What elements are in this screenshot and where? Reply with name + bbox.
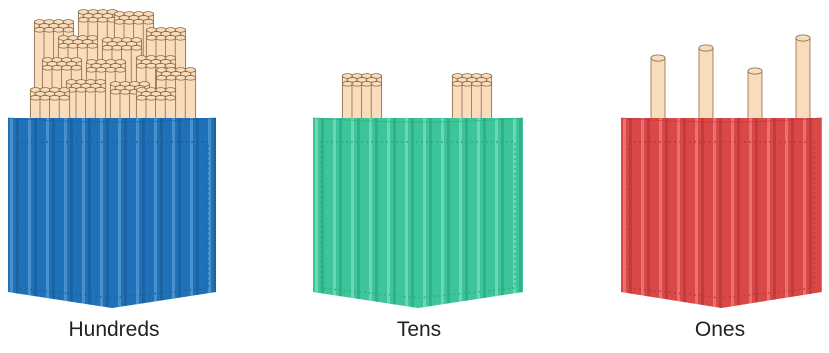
pocket-body bbox=[8, 118, 217, 308]
tens-label: Tens bbox=[309, 318, 529, 342]
ones-pocket-group bbox=[621, 35, 824, 308]
hundreds-label: Hundreds bbox=[4, 318, 224, 342]
ones-label: Ones bbox=[610, 318, 829, 342]
hundreds-pocket-group bbox=[8, 10, 217, 308]
tens-pocket-group bbox=[313, 74, 523, 308]
pocket-body bbox=[313, 118, 523, 308]
pocket-body bbox=[621, 118, 824, 308]
